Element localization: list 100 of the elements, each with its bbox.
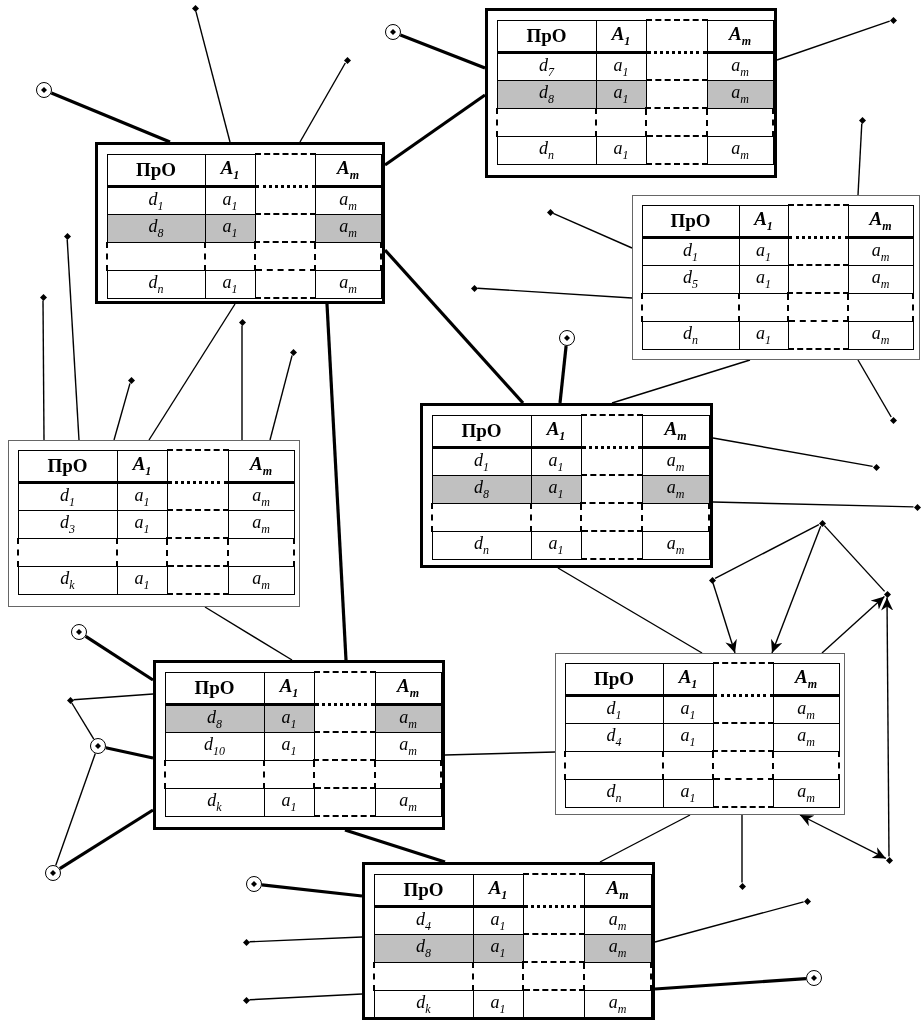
connector-line [72,693,154,701]
column-header-cell: ПрО [432,415,531,447]
arrow [821,595,886,654]
table-value-cell: a$_{m}$ [228,510,294,538]
column-header-cell: A$_{m}$ [584,874,651,906]
connector-line [325,303,348,661]
circled-dot [35,81,53,99]
connector-line [712,437,874,468]
table-value-cell: d$_{4}$ [374,906,473,934]
table-value-cell: a$_{1}$ [473,906,523,934]
table-value-cell: d$_{k}$ [165,788,264,816]
column-header-cell: ПрО [642,205,739,237]
table-value-cell: a$_{m}$ [228,482,294,510]
connector-line [399,33,486,70]
table-value-cell: a$_{1}$ [117,566,167,594]
connector-line [204,606,293,661]
table-value-cell: a$_{m}$ [584,990,651,1018]
connector-line [776,20,891,61]
column-header-cell: ПрО [497,20,596,52]
connector-line [552,212,633,249]
connector-line [557,567,703,654]
table-value-cell: a$_{1}$ [264,732,314,760]
data-table-frame [485,8,777,178]
table-value-cell: a$_{1}$ [663,723,713,751]
circled-dot [805,969,823,987]
column-header-cell: ПрО [18,450,117,482]
connector-line [611,359,751,404]
table-value-cell: d$_{8}$ [432,475,531,503]
table-value-cell: d$_{8}$ [165,704,264,732]
table-value-cell: a$_{m}$ [315,214,381,242]
table-value-cell: a$_{1}$ [663,779,713,807]
table-value-cell: d$_{1}$ [565,695,663,723]
connector-line [712,501,915,508]
table-value-cell: a$_{m}$ [375,704,441,732]
table-value-cell: d$_{8}$ [374,934,473,962]
arrow [881,596,894,858]
data-table-frame [420,403,713,568]
table-value-cell: a$_{m}$ [375,732,441,760]
connector-line [71,702,95,740]
table-value-cell: d$_{n}$ [432,531,531,559]
circled-dot [558,329,576,347]
column-header-cell: ПрО [374,874,473,906]
table-value-cell: d$_{3}$ [18,510,117,538]
table-value-cell: a$_{m}$ [315,270,381,298]
table-value-cell: a$_{m}$ [642,475,709,503]
table-value-cell: a$_{1}$ [739,237,788,265]
circled-dot [245,875,263,893]
table-value-cell: a$_{m}$ [707,80,773,108]
column-header-cell: A$_{1}$ [663,663,713,695]
table-value-cell: a$_{m}$ [773,695,839,723]
table-value-cell: a$_{m}$ [375,788,441,816]
table-value-cell: a$_{1}$ [596,52,646,80]
table-value-cell: d$_{n}$ [107,270,205,298]
data-table-frame [555,653,845,815]
connector-line [248,993,363,1001]
table-value-cell: a$_{1}$ [739,321,788,349]
table-value-cell: d$_{1}$ [107,186,205,214]
table-value-cell: a$_{m}$ [773,779,839,807]
column-header-cell: ПрО [565,663,663,695]
arrow [771,525,822,654]
table-value-cell: a$_{m}$ [773,723,839,751]
connector-line [654,901,805,943]
connector-line [195,10,231,143]
circled-dot [89,737,107,755]
connector-line [113,382,131,441]
connector-line [344,828,446,864]
column-header-cell: A$_{1}$ [596,20,646,52]
connector-line [84,635,154,682]
table-value-cell: a$_{m}$ [315,186,381,214]
connector-line [105,746,154,760]
table-value-cell: a$_{m}$ [228,566,294,594]
column-header-cell: A$_{1}$ [205,154,255,186]
connector-line [857,359,892,418]
table-value-cell: a$_{1}$ [596,136,646,164]
connector-line [558,345,568,404]
column-header-cell: A$_{m}$ [228,450,294,482]
table-value-cell: a$_{m}$ [848,265,913,293]
column-header-cell: A$_{1}$ [117,450,167,482]
data-table-frame [153,660,445,830]
connector-line [654,977,807,991]
table-value-cell: a$_{1}$ [205,186,255,214]
table-value-cell: d$_{n}$ [497,136,596,164]
column-header-cell: A$_{m}$ [707,20,773,52]
table-value-cell: a$_{m}$ [642,531,709,559]
connector-line [241,324,243,441]
table-value-cell: a$_{1}$ [117,510,167,538]
column-header-cell: A$_{m}$ [315,154,381,186]
table-value-cell: a$_{m}$ [707,52,773,80]
connector-line [383,248,525,405]
column-header-cell: ПрО [107,154,205,186]
connector-line [299,62,346,143]
table-value-cell: a$_{1}$ [264,788,314,816]
table-value-cell: d$_{10}$ [165,732,264,760]
data-table-frame [8,440,300,607]
circled-dot [384,23,402,41]
table-value-cell: d$_{8}$ [497,80,596,108]
connector-line [42,299,45,441]
connector-line [476,287,633,299]
connector-line [58,808,154,871]
data-table-frame [362,862,655,1020]
